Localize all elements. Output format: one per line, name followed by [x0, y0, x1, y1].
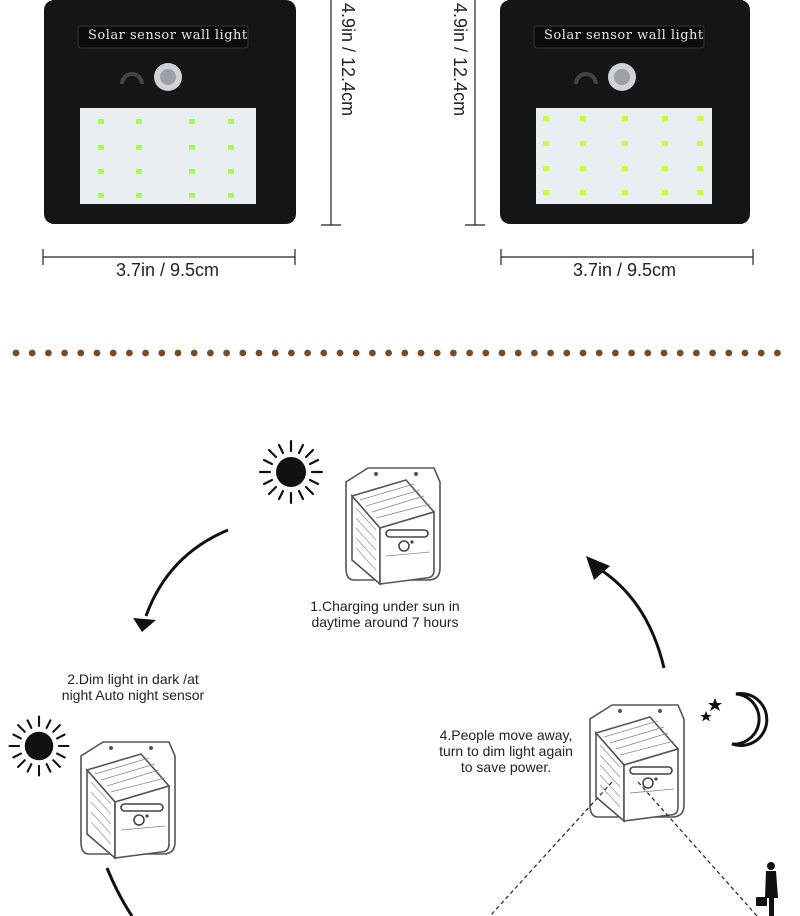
- product-photos: [42, 0, 754, 265]
- divider-dot: [547, 349, 554, 357]
- divider-dot: [628, 349, 635, 357]
- divider-dot: [595, 349, 603, 357]
- divider-dot: [207, 349, 214, 357]
- divider-dot: [482, 349, 490, 357]
- usage-diagram: [8, 439, 778, 916]
- divider-dot: [255, 349, 263, 357]
- height-label-left: 4.9in / 12.4cm: [338, 3, 358, 117]
- divider-dot: [12, 349, 20, 357]
- divider-dot: [693, 349, 700, 357]
- sensor-detection-lines: [489, 781, 758, 916]
- stars-icon: [700, 698, 722, 722]
- divider-dot: [579, 349, 587, 357]
- divider-dot: [158, 349, 166, 357]
- divider-dot: [498, 349, 506, 357]
- solar-light-diagram-4: [589, 704, 685, 822]
- arrow-curve-icon: [586, 556, 666, 669]
- divider-dot: [514, 349, 522, 357]
- divider-dot: [757, 349, 765, 357]
- divider-dot: [125, 349, 133, 357]
- width-label-left: 3.7in / 9.5cm: [116, 260, 220, 280]
- width-dimension-lines: [42, 249, 754, 265]
- divider-dot: [417, 349, 425, 357]
- height-label-right: 4.9in / 12.4cm: [450, 3, 470, 117]
- arrow-curve-icon: [133, 528, 229, 632]
- divider-dot: [223, 349, 231, 357]
- divider-dot: [612, 349, 619, 357]
- divider-dot: [239, 349, 247, 357]
- divider-dot: [288, 349, 295, 357]
- width-label-right: 3.7in / 9.5cm: [573, 260, 677, 280]
- divider-dot: [77, 349, 85, 357]
- divider-dot: [466, 349, 473, 357]
- divider-dot: [304, 349, 311, 357]
- divider-dot: [644, 349, 652, 357]
- divider-dot: [709, 349, 716, 357]
- divider-dot: [142, 349, 150, 357]
- divider-dot: [369, 349, 376, 357]
- divider-dot: [28, 349, 36, 357]
- step-4-caption: 4.People move away, turn to dim light ag…: [439, 727, 573, 775]
- dotted-divider: [12, 349, 781, 357]
- divider-dot: [660, 349, 668, 357]
- divider-dot: [450, 349, 457, 357]
- product-label-right: Solar sensor wall light: [544, 28, 704, 43]
- solar-light-left: [44, 0, 296, 224]
- divider-dot: [271, 349, 279, 357]
- divider-dot: [174, 349, 182, 357]
- divider-dot: [385, 349, 392, 357]
- person-icon: [756, 862, 778, 916]
- divider-dot: [725, 349, 733, 357]
- sun-icon: [258, 439, 324, 505]
- divider-dot: [433, 349, 441, 357]
- divider-dot: [741, 349, 749, 357]
- sun-icon: [8, 715, 70, 777]
- led-grid-right: [543, 116, 703, 195]
- divider-dot: [676, 349, 684, 357]
- divider-dot: [336, 349, 344, 357]
- divider-dot: [401, 349, 409, 357]
- divider-dot: [320, 349, 328, 357]
- solar-light-diagram-2: [80, 741, 176, 859]
- divider-dot: [45, 349, 52, 357]
- divider-dot: [93, 349, 101, 357]
- divider-dot: [61, 349, 68, 357]
- led-grid-left: [98, 119, 234, 198]
- step-1-caption: 1.Charging under sun in daytime around 7…: [310, 598, 460, 630]
- height-dimension-lines: [321, 0, 485, 226]
- divider-dot: [352, 349, 360, 357]
- product-label-left: Solar sensor wall light: [88, 28, 248, 43]
- solar-light-right: [500, 0, 750, 224]
- arrow-curve-icon: [105, 867, 134, 916]
- divider-dot: [774, 349, 781, 357]
- moon-icon: [731, 692, 769, 748]
- divider-dot: [563, 349, 571, 357]
- step-2-caption: 2.Dim light in dark /at night Auto night…: [61, 671, 205, 703]
- divider-dot: [109, 349, 117, 357]
- divider-dot: [531, 349, 538, 357]
- solar-light-diagram-1: [345, 467, 441, 585]
- divider-dot: [190, 349, 198, 357]
